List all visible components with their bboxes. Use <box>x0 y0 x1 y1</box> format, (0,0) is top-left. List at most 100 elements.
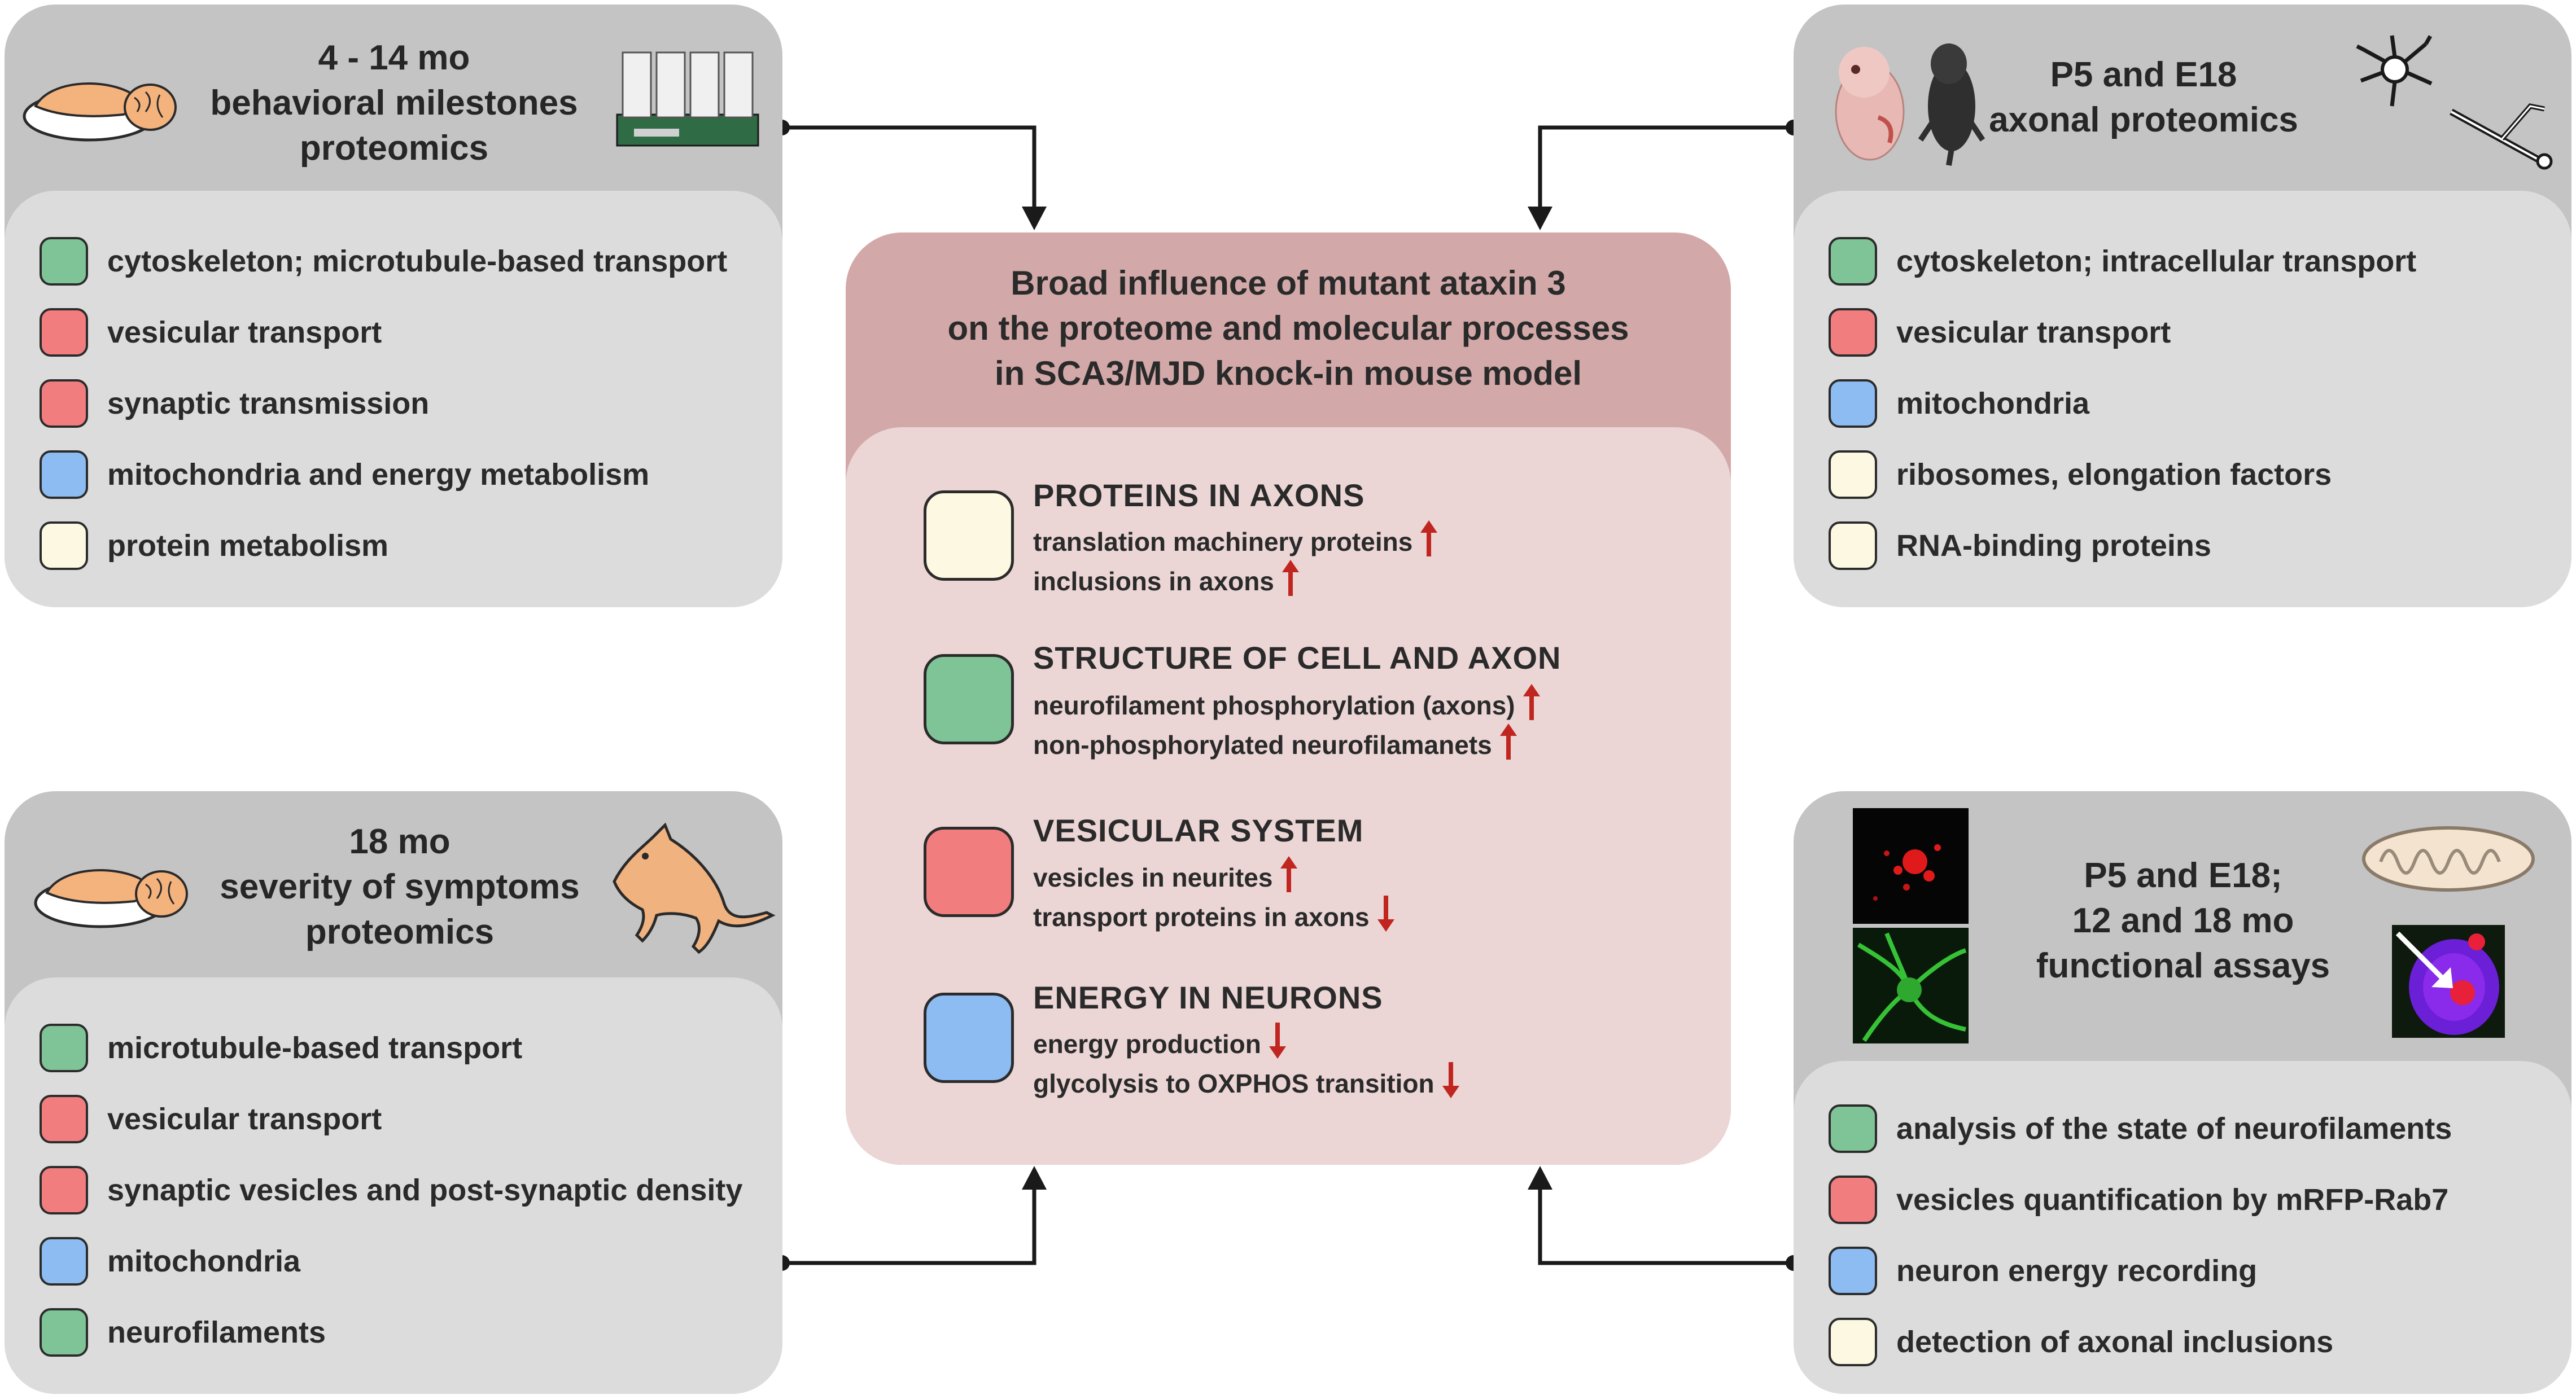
trend-arrow-icon <box>1523 684 1540 726</box>
legend-item: neuron energy recording <box>1829 1244 2257 1298</box>
section-swatch <box>924 827 1014 917</box>
legend-item: mitochondria <box>1829 376 2089 431</box>
section-line-text: non-phosphorylated neurofilamanets <box>1033 730 1492 760</box>
panel-heading: P5 and E18 axonal proteomics <box>1980 52 2307 143</box>
panel-heading: 4 - 14 mo behavioral milestones proteomi… <box>174 36 614 171</box>
legend-item: neurofilaments <box>40 1305 326 1359</box>
item-label: mitochondria <box>1896 387 2090 420</box>
trend-arrow-icon <box>1499 723 1517 766</box>
section-line-text: inclusions in axons <box>1033 566 1274 596</box>
item-label: mitochondria <box>107 1244 301 1278</box>
section-line-text: neurofilament phosphorylation (axons) <box>1033 690 1515 720</box>
item-label: mitochondria and energy metabolism <box>107 458 650 492</box>
item-label: microtubule-based transport <box>107 1031 523 1065</box>
heading-line: P5 and E18; <box>2084 856 2282 895</box>
mitochondrion-icon <box>2358 822 2539 898</box>
heading-line: proteomics <box>305 913 495 951</box>
panel-bottom-left: 18 mo severity of symptoms proteomics mi… <box>5 791 782 1394</box>
panel-body: analysis of the state of neurofilaments … <box>1794 1061 2571 1394</box>
heading-line: P5 and E18 <box>2050 55 2237 94</box>
legend-item: vesicular transport <box>40 305 382 359</box>
embryo-icon <box>1825 33 1915 171</box>
item-label: vesicular transport <box>1896 315 2171 349</box>
panel-body: cytoskeleton; microtubule-based transpor… <box>5 191 782 607</box>
color-swatch <box>40 237 88 286</box>
color-swatch <box>40 1166 88 1214</box>
section-title: ENERGY IN NEURONS <box>1033 980 1383 1015</box>
panel-heading: 18 mo severity of symptoms proteomics <box>180 819 620 955</box>
item-label: cytoskeleton; intracellular transport <box>1896 244 2417 278</box>
legend-item: synaptic vesicles and post-synaptic dens… <box>40 1163 742 1217</box>
heading-line: behavioral milestones <box>210 84 578 122</box>
trend-arrow-icon <box>1282 560 1299 602</box>
heading-line: functional assays <box>2036 946 2330 985</box>
title-line: in SCA3/MJD knock-in mouse model <box>994 354 1582 392</box>
section-title: STRUCTURE OF CELL AND AXON <box>1033 640 1562 676</box>
legend-item: synaptic transmission <box>40 376 429 431</box>
color-swatch <box>40 450 88 499</box>
title-line: Broad influence of mutant ataxin 3 <box>1011 264 1566 302</box>
item-label: vesicular transport <box>107 1102 382 1136</box>
legend-item: microtubule-based transport <box>40 1021 522 1075</box>
legend-item: vesicular transport <box>40 1092 382 1146</box>
color-swatch <box>40 1024 88 1072</box>
legend-item: cytoskeleton; intracellular transport <box>1829 234 2416 288</box>
legend-item: protein metabolism <box>40 519 388 573</box>
trend-arrow-icon <box>1377 896 1394 938</box>
legend-item: vesicles quantification by mRFP-Rab7 <box>1829 1173 2448 1227</box>
panel-body: microtubule-based transport vesicular tr… <box>5 977 782 1394</box>
item-label: synaptic transmission <box>107 387 430 420</box>
item-label: vesicular transport <box>107 315 382 349</box>
color-swatch <box>40 1308 88 1357</box>
axon-icon <box>2446 89 2558 177</box>
arrow-bottom-right <box>1528 1166 1801 1271</box>
item-label: detection of axonal inclusions <box>1896 1325 2334 1359</box>
color-swatch <box>1829 1318 1877 1366</box>
heading-line: 18 mo <box>349 822 451 861</box>
legend-item: RNA-binding proteins <box>1829 519 2211 573</box>
heading-line: axonal proteomics <box>1989 100 2298 139</box>
center-title: Broad influence of mutant ataxin 3 on th… <box>846 261 1731 396</box>
section-line: energy production <box>1033 1023 1286 1065</box>
heading-line: 12 and 18 mo <box>2072 901 2294 940</box>
color-swatch <box>1829 450 1877 499</box>
center-body: PROTEINS IN AXONS translation machinery … <box>846 427 1731 1165</box>
legend-item: ribosomes, elongation factors <box>1829 448 2332 502</box>
section-line: glycolysis to OXPHOS transition <box>1033 1062 1459 1104</box>
color-swatch <box>1829 379 1877 428</box>
panel-top-right: P5 and E18 axonal proteomics cytoskeleto… <box>1794 5 2571 607</box>
color-swatch <box>40 1237 88 1286</box>
color-swatch <box>1829 1176 1877 1224</box>
color-swatch <box>1829 308 1877 357</box>
item-label: vesicles quantification by mRFP-Rab7 <box>1896 1183 2449 1217</box>
red-vesicles-micrograph-icon <box>1853 808 1969 927</box>
panel-top-left: 4 - 14 mo behavioral milestones proteomi… <box>5 5 782 607</box>
section-title: PROTEINS IN AXONS <box>1033 477 1365 513</box>
heading-line: 4 - 14 mo <box>318 38 470 77</box>
color-swatch <box>40 379 88 428</box>
section-line-text: glycolysis to OXPHOS transition <box>1033 1068 1434 1098</box>
item-label: neuron energy recording <box>1896 1254 2258 1288</box>
item-label: neurofilaments <box>107 1315 326 1349</box>
arrow-top-left <box>774 120 1047 230</box>
item-label: RNA-binding proteins <box>1896 529 2211 563</box>
section-line-text: vesicles in neurites <box>1033 862 1273 892</box>
section-swatch <box>924 490 1014 581</box>
legend-item: cytoskeleton; microtubule-based transpor… <box>40 234 727 288</box>
color-swatch <box>40 308 88 357</box>
section-swatch <box>924 654 1014 744</box>
legend-item: mitochondria <box>40 1234 300 1288</box>
item-label: cytoskeleton; microtubule-based transpor… <box>107 244 728 278</box>
center-panel: Broad influence of mutant ataxin 3 on th… <box>846 233 1731 1165</box>
section-line: vesicles in neurites <box>1033 856 1298 898</box>
panel-header: P5 and E18 axonal proteomics <box>1794 5 2571 191</box>
inclusion-micrograph-icon <box>2392 925 2505 1041</box>
item-label: protein metabolism <box>107 529 389 563</box>
color-swatch <box>1829 1104 1877 1153</box>
trend-arrow-icon <box>1420 520 1438 563</box>
section-line: non-phosphorylated neurofilamanets <box>1033 723 1517 766</box>
panel-body: cytoskeleton; intracellular transport ve… <box>1794 191 2571 607</box>
panel-heading: P5 and E18; 12 and 18 mo functional assa… <box>1980 853 2386 989</box>
item-label: analysis of the state of neurofilaments <box>1896 1112 2452 1146</box>
section-line: inclusions in axons <box>1033 560 1299 602</box>
